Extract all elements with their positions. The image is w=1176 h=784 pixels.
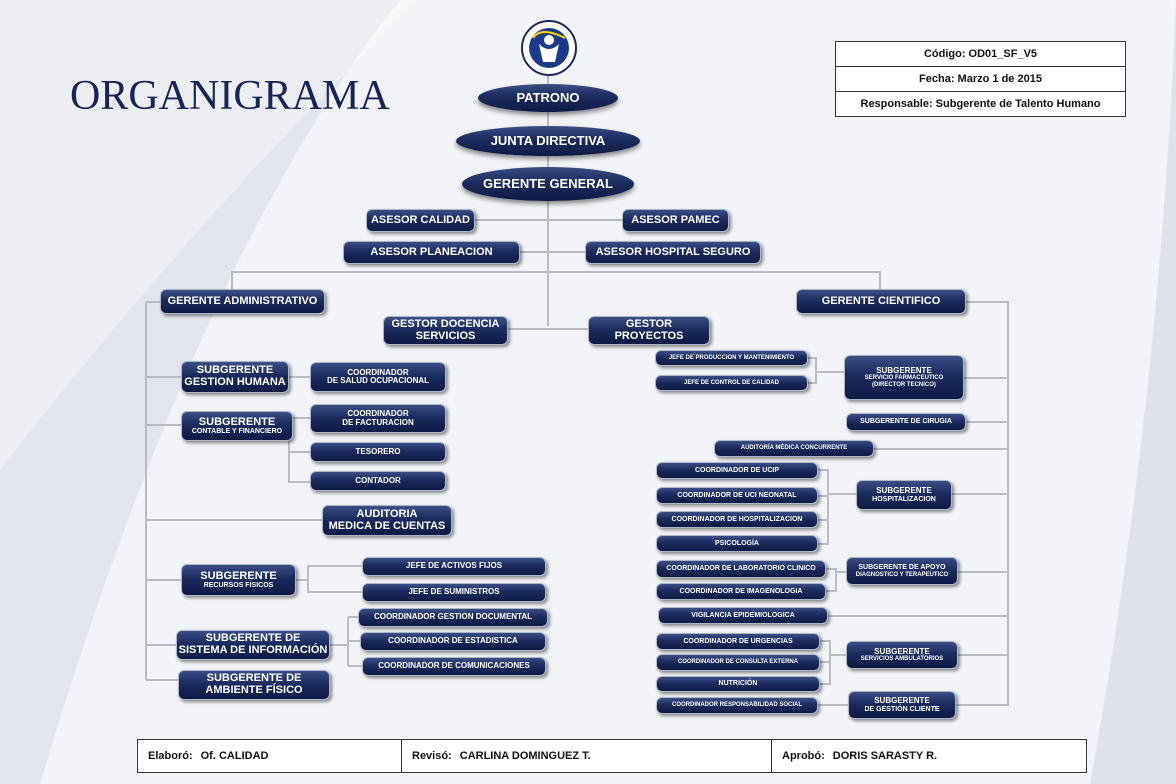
- aprobo-value: DORIS SARASTY R.: [832, 750, 938, 762]
- node-asesor-calidad: ASESOR CALIDAD: [366, 209, 475, 232]
- node-patrono: PATRONO: [478, 84, 618, 112]
- node-vigilancia: VIGILANCIA EPIDEMIOLOGICA: [658, 607, 828, 624]
- node-coord-uci-neonatal: COORDINADOR DE UCI NEONATAL: [656, 487, 818, 504]
- node-nutricion: NUTRICIÓN: [656, 676, 820, 692]
- node-gerente-cientifico: GERENTE CIENTIFICO: [796, 289, 966, 314]
- node-psicologia: PSICOLOGÍA: [656, 535, 818, 552]
- aprobo-label: Aprobó:: [782, 750, 825, 762]
- node-coord-urgencias: COORDINADOR DE URGENCIAS: [656, 633, 820, 650]
- node-jefe-produccion: JEFE DE PRODUCCION Y MANTENIMIENTO: [655, 350, 808, 366]
- node-jefe-suministros: JEFE DE SUMINISTROS: [362, 583, 546, 602]
- node-coord-responsabilidad-social: COORDINADOR RESPONSABILIDAD SOCIAL: [656, 697, 818, 714]
- document-info-box: Código: OD01_SF_V5 Fecha: Marzo 1 de 201…: [835, 41, 1126, 117]
- node-coord-ucip: COORDINADOR DE UCIP: [656, 462, 818, 479]
- node-gerente-general: GERENTE GENERAL: [462, 167, 634, 201]
- codigo-text: Código: OD01_SF_V5: [836, 42, 1125, 67]
- node-coord-estadistica: COORDINADOR DE ESTADISTICA: [360, 632, 546, 651]
- node-asesor-pamec: ASESOR PAMEC: [622, 209, 729, 232]
- node-asesor-planeacion: ASESOR PLANEACION: [343, 241, 520, 264]
- node-coord-laboratorio: COORDINADOR DE LABORATORIO CLINICO: [656, 560, 826, 578]
- reviso-cell: Revisó: CARLINA DOMINGUEZ T.: [402, 740, 772, 772]
- node-coord-gestion-documental: COORDINADOR GESTION DOCUMENTAL: [358, 608, 548, 627]
- hospital-seal-icon: [521, 20, 577, 76]
- page-title: ORGANIGRAMA: [70, 73, 390, 119]
- node-auditoria-concurrente: AUDITORÍA MÉDICA CONCURRENTE: [714, 440, 874, 457]
- node-gerente-administrativo: GERENTE ADMINISTRATIVO: [160, 289, 325, 314]
- node-jefe-control-calidad: JEFE DE CONTROL DE CALIDAD: [655, 375, 808, 391]
- elaboro-label: Elaboró:: [148, 750, 193, 762]
- node-coord-comunicaciones: COORDINADOR DE COMUNICACIONES: [362, 657, 546, 676]
- node-coord-hospitalizacion: COORDINADOR DE HOSPITALIZACION: [656, 511, 818, 528]
- node-asesor-hospital-seguro: ASESOR HOSPITAL SEGURO: [585, 241, 761, 264]
- approval-footer: Elaboró: Of. CALIDAD Revisó: CARLINA DOM…: [137, 739, 1087, 773]
- node-sub-cirugia: SUBGERENTE DE CIRUGIA: [846, 413, 966, 431]
- node-coord-imagenologia: COORDINADOR DE IMAGENOLOGIA: [656, 583, 826, 600]
- node-junta-directiva: JUNTA DIRECTIVA: [456, 126, 640, 156]
- elaboro-value: Of. CALIDAD: [200, 750, 269, 762]
- aprobo-cell: Aprobó: DORIS SARASTY R.: [772, 740, 1086, 772]
- node-jefe-activos-fijos: JEFE DE ACTIVOS FIJOS: [362, 557, 546, 576]
- elaboro-cell: Elaboró: Of. CALIDAD: [138, 740, 402, 772]
- reviso-value: CARLINA DOMINGUEZ T.: [459, 750, 591, 762]
- reviso-label: Revisó:: [412, 750, 452, 762]
- fecha-text: Fecha: Marzo 1 de 2015: [836, 67, 1125, 92]
- node-contador: CONTADOR: [310, 471, 446, 491]
- node-tesorero: TESORERO: [310, 442, 446, 462]
- node-coord-consulta-externa: COORDINADOR DE CONSULTA EXTERNA: [656, 654, 820, 671]
- responsable-text: Responsable: Subgerente de Talento Human…: [860, 98, 1101, 110]
